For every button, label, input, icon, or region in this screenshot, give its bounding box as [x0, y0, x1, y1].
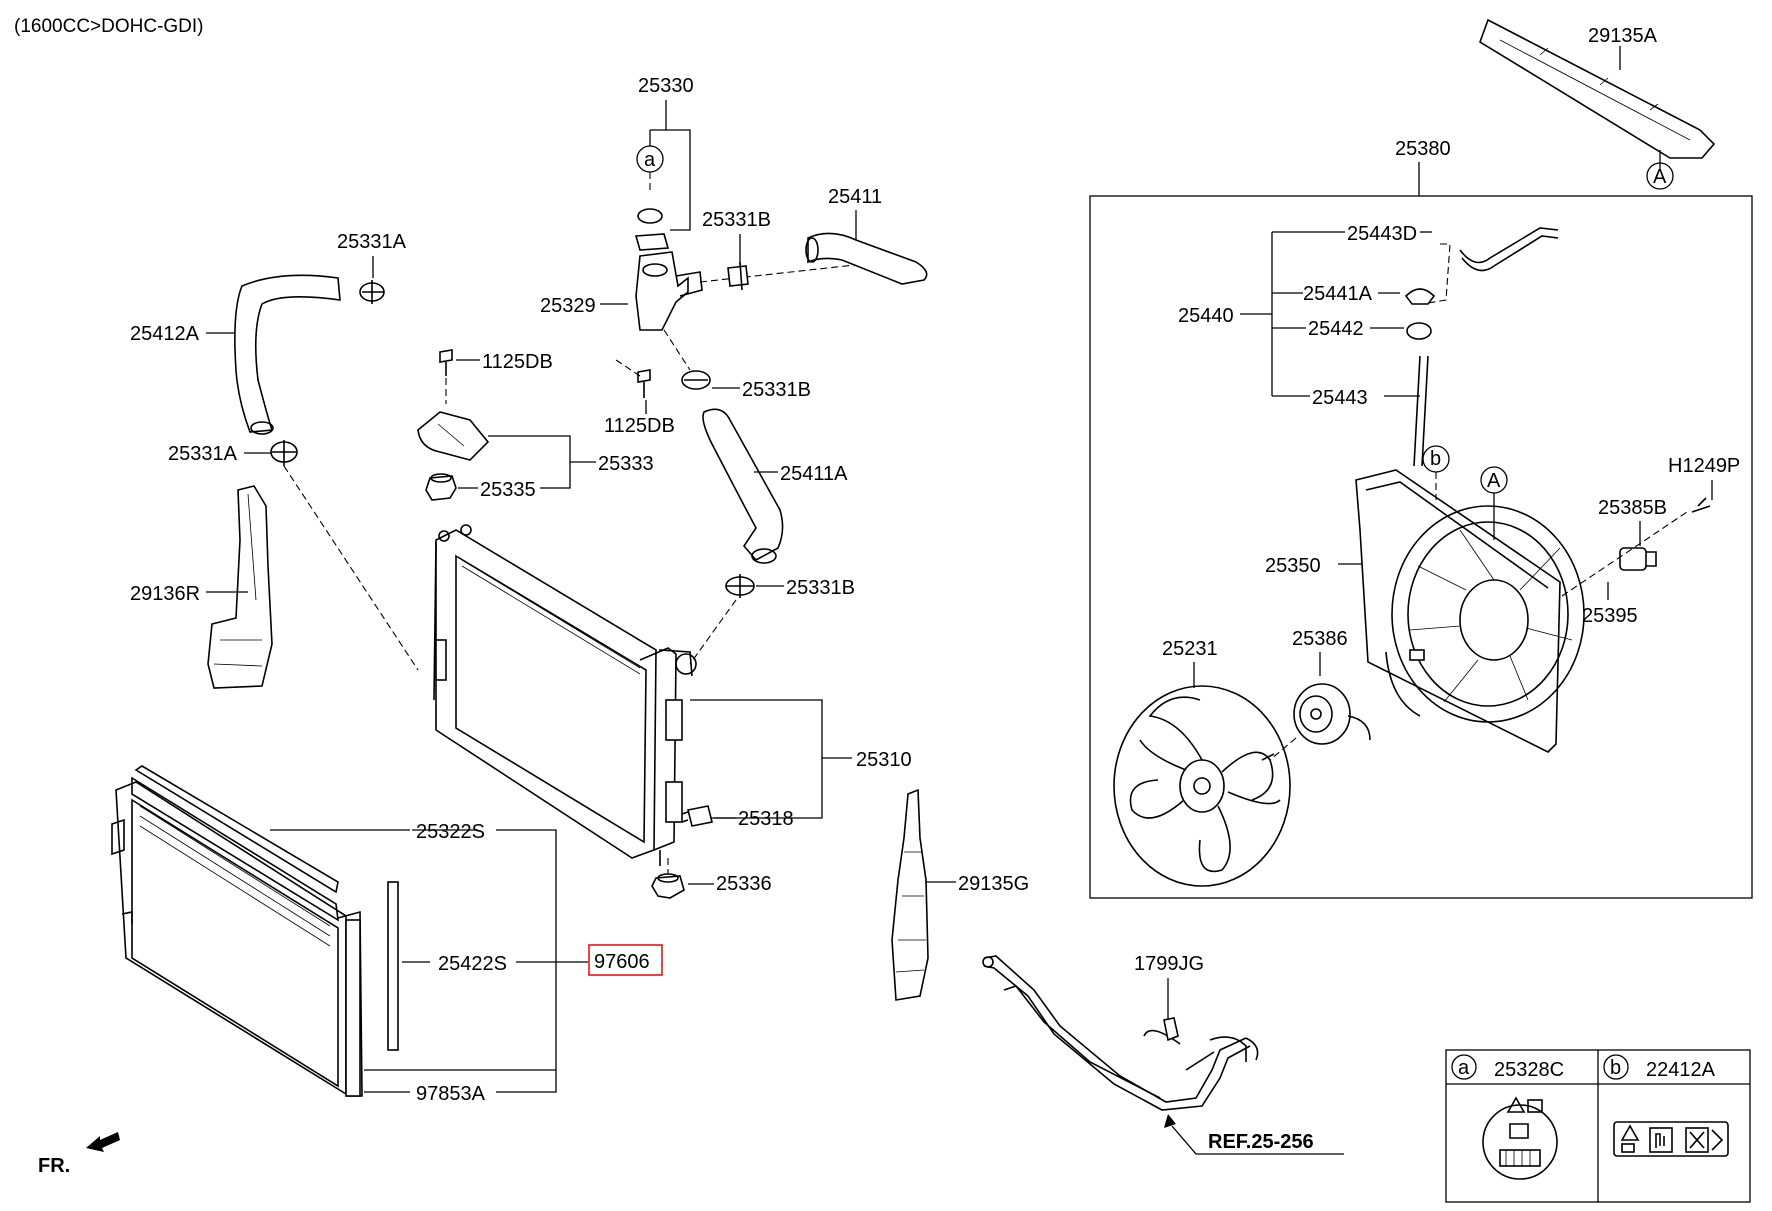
label-25329[interactable]: 25329 [540, 295, 596, 317]
label-25411A[interactable]: 25411A [780, 463, 848, 485]
label-97606[interactable]: 97606 [594, 951, 650, 973]
label-97853A[interactable]: 97853A [416, 1083, 486, 1105]
cooling-fan-25231[interactable] [1113, 685, 1291, 887]
front-direction-label: FR. [38, 1155, 70, 1177]
seal-strip-25422S[interactable] [387, 881, 399, 1051]
warning-label-icon-a [1482, 1096, 1558, 1180]
hose-clamp-25331B-bottom[interactable] [725, 574, 755, 598]
radiator-lower-hose-25412A[interactable] [234, 274, 341, 435]
label-25331B-mid[interactable]: 25331B [742, 379, 811, 401]
label-25331A-top[interactable]: 25331A [337, 231, 407, 253]
label-29135G[interactable]: 29135G [958, 873, 1029, 895]
label-29135A[interactable]: 29135A [1588, 25, 1658, 47]
bolt-1125DB-left[interactable] [439, 349, 453, 376]
label-25322S[interactable]: 25322S [416, 821, 485, 843]
thermostat-housing-25329[interactable] [635, 251, 901, 331]
circle-ref-a-top: a [644, 149, 656, 171]
label-25443[interactable]: 25443 [1312, 387, 1368, 409]
label-25422S[interactable]: 25422S [438, 953, 507, 975]
legend-part-a[interactable]: 25328C [1494, 1059, 1564, 1081]
bolt-1125DB-right[interactable] [637, 369, 651, 398]
label-25330[interactable]: 25330 [638, 75, 694, 97]
drain-plug-25318[interactable] [681, 805, 713, 827]
thermostat-cap-25330[interactable] [634, 233, 670, 251]
label-25318[interactable]: 25318 [738, 808, 794, 830]
legend-key-a: a [1458, 1057, 1470, 1079]
screw-H1249P[interactable] [1691, 497, 1711, 513]
radiator-hose-25411A[interactable] [702, 408, 784, 564]
label-H1249P[interactable]: H1249P [1668, 455, 1740, 477]
front-arrow-icon [86, 1132, 120, 1152]
air-guide-29135G[interactable] [891, 788, 929, 1001]
radiator-upper-hose-25411[interactable] [805, 232, 928, 285]
coolant-pipe-assembly[interactable] [982, 955, 1259, 1111]
reference-arrow-icon [1164, 1114, 1176, 1128]
fan-motor-25386[interactable] [1261, 683, 1371, 761]
upper-radiator-support-bracket[interactable] [1479, 18, 1716, 170]
label-25386[interactable]: 25386 [1292, 628, 1348, 650]
label-1125DB-left[interactable]: 1125DB [482, 351, 553, 373]
clip-1799JG[interactable] [1163, 1017, 1179, 1042]
insulator-25335[interactable] [425, 473, 457, 501]
radiator-bracket-25333[interactable] [417, 411, 490, 461]
insulator-25336[interactable] [651, 873, 685, 899]
label-25331B-bottom[interactable]: 25331B [786, 577, 855, 599]
label-1125DB-right[interactable]: 1125DB [604, 415, 675, 437]
label-1799JG[interactable]: 1799JG [1134, 953, 1204, 975]
legend-key-b: b [1610, 1057, 1621, 1079]
engine-spec-label: (1600CC>DOHC-GDI) [14, 16, 204, 37]
radiator-25310[interactable] [433, 524, 697, 866]
circle-ref-A-top: A [1653, 166, 1667, 188]
circle-ref-b-fan: b [1430, 448, 1441, 470]
air-guide-29136R[interactable] [207, 485, 273, 689]
label-25380[interactable]: 25380 [1395, 138, 1451, 160]
label-25440[interactable]: 25440 [1178, 305, 1234, 327]
label-25310[interactable]: 25310 [856, 749, 912, 771]
legend-part-b[interactable]: 22412A [1646, 1059, 1716, 1081]
label-25395[interactable]: 25395 [1582, 605, 1638, 627]
reservoir-tube-25443[interactable] [1413, 355, 1429, 467]
condenser-97606[interactable] [111, 776, 363, 1097]
label-25411[interactable]: 25411 [828, 186, 882, 208]
seal-strip-25322S[interactable] [134, 765, 339, 894]
thermostat-gasket[interactable] [637, 208, 663, 224]
reservoir-cap-25441A[interactable] [1404, 288, 1436, 305]
connector-25385B[interactable] [1619, 547, 1657, 571]
fan-shroud-25350[interactable] [1355, 469, 1585, 753]
hose-clamp-25331A-top[interactable] [359, 280, 385, 304]
label-25231[interactable]: 25231 [1162, 638, 1218, 660]
legend-table [1445, 1049, 1751, 1203]
circle-ref-A-fan: A [1487, 470, 1501, 492]
label-25333[interactable]: 25333 [598, 453, 654, 475]
hose-clamp-25331B-top[interactable] [727, 261, 749, 291]
label-25335[interactable]: 25335 [480, 479, 536, 501]
hose-clamp-25331A-bottom[interactable] [270, 440, 298, 466]
label-25336[interactable]: 25336 [716, 873, 772, 895]
label-25331B-top[interactable]: 25331B [702, 209, 771, 231]
overflow-hose-25443D[interactable] [1427, 227, 1559, 304]
highlighted-part-box[interactable] [588, 944, 663, 976]
label-25350[interactable]: 25350 [1265, 555, 1321, 577]
label-25412A[interactable]: 25412A [130, 323, 200, 345]
label-29136R[interactable]: 29136R [130, 583, 200, 605]
label-25443D[interactable]: 25443D [1347, 223, 1417, 245]
fan-assembly-frame [1089, 195, 1753, 899]
warning-label-icon-b [1613, 1121, 1729, 1157]
reference-label[interactable]: REF.25-256 [1208, 1131, 1314, 1153]
label-25442[interactable]: 25442 [1308, 318, 1364, 340]
reservoir-seal-25442[interactable] [1406, 322, 1432, 340]
hose-clamp-25331B-mid[interactable] [681, 370, 711, 390]
label-25385B[interactable]: 25385B [1598, 497, 1667, 519]
label-25441A[interactable]: 25441A [1303, 283, 1373, 305]
label-25331A-bottom[interactable]: 25331A [168, 443, 238, 465]
